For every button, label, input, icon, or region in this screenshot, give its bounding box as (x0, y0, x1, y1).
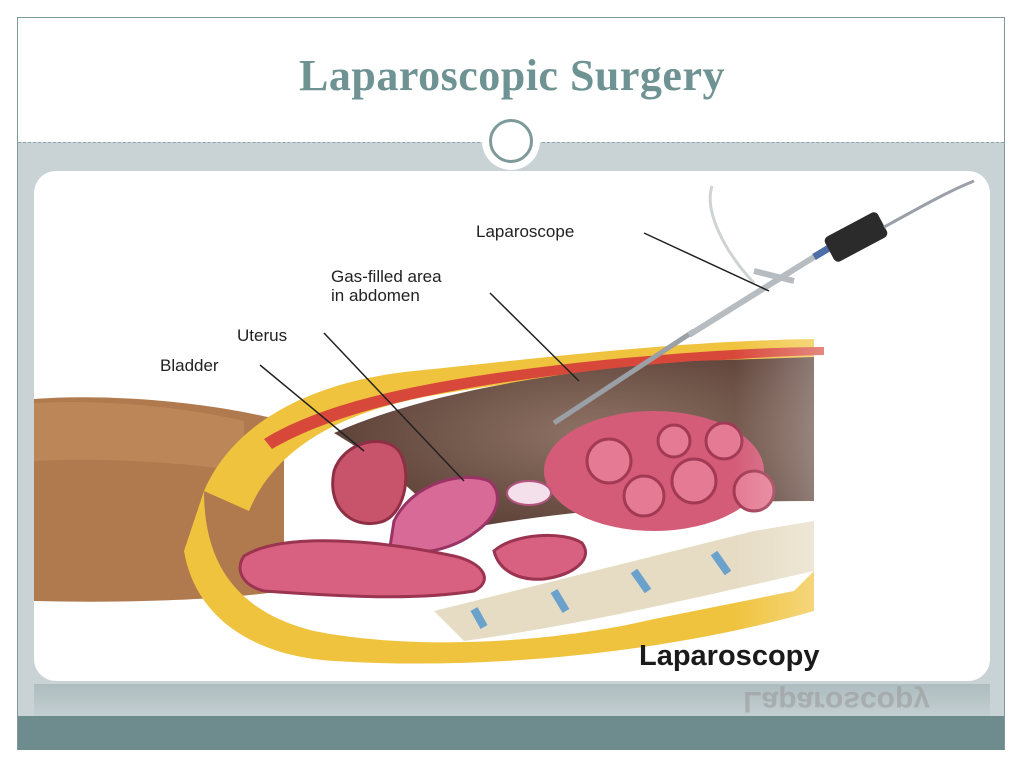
rectum (238, 539, 486, 599)
laparoscopy-illustration: Laparoscope Gas-filled area in abdomen U… (34, 171, 990, 681)
bottom-bar (18, 716, 1004, 750)
intestines (544, 411, 776, 531)
label-uterus: Uterus (237, 326, 287, 345)
bladder (331, 440, 408, 526)
label-laparoscope: Laparoscope (476, 222, 574, 241)
reflected-caption: Laparoscopy (743, 685, 930, 718)
divider-ornament-ring (489, 119, 533, 163)
laparoscope-instrument (552, 179, 975, 426)
pelvic-fat (184, 491, 814, 664)
page-title: Laparoscopic Surgery (299, 51, 725, 100)
spine (434, 521, 814, 641)
anatomy-diagram: Laparoscope Gas-filled area in abdomen U… (34, 179, 990, 681)
caption-laparoscopy: Laparoscopy (639, 640, 820, 672)
label-bladder: Bladder (160, 356, 219, 375)
label-gas-filled-line1: Gas-filled area (331, 267, 442, 286)
label-gas-filled-line2: in abdomen (331, 286, 420, 305)
abdominal-wall (204, 339, 814, 511)
leader-lines (259, 232, 770, 482)
